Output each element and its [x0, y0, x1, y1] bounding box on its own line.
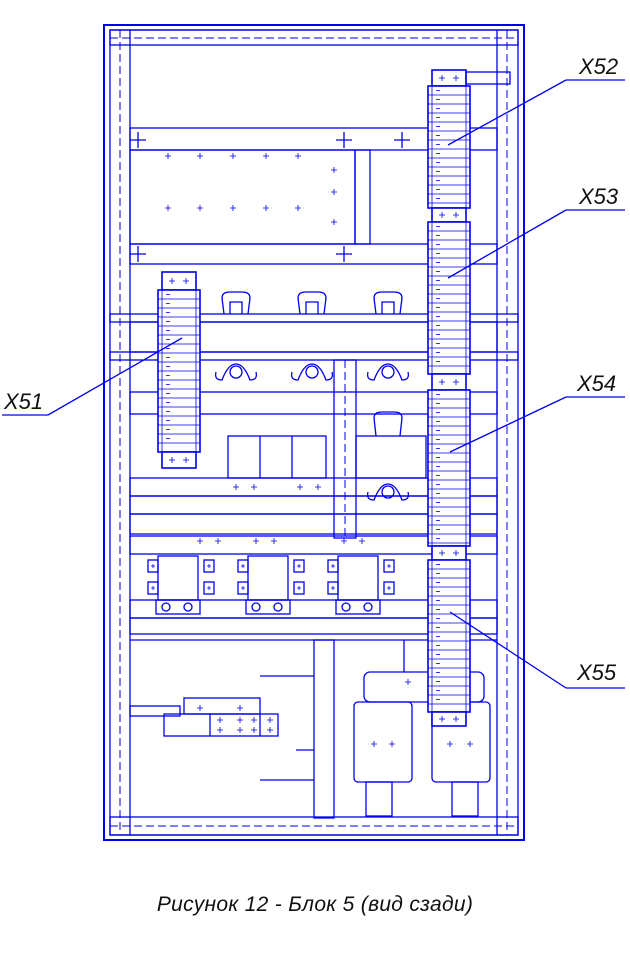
label-x55: X55: [449, 611, 625, 689]
label-x54: X54: [449, 371, 625, 453]
terminal-column-x52-x55: [427, 69, 511, 727]
label-x52-text: X52: [578, 54, 618, 79]
terminal-strip-x51: [157, 271, 201, 469]
center-channel: [313, 359, 357, 819]
relay-modules: [147, 555, 395, 615]
bottom-left-blocks: [129, 675, 314, 781]
label-x51-text: X51: [3, 389, 43, 414]
label-x53-text: X53: [578, 184, 619, 209]
clamps-row: [214, 291, 410, 501]
label-x55-text: X55: [576, 660, 617, 685]
label-x52: X52: [447, 54, 625, 146]
contactor-blocks: [227, 435, 427, 479]
bottom-right-units: [353, 640, 491, 817]
label-x51: X51: [2, 337, 183, 416]
cabinet-frame: [103, 24, 525, 841]
mounting-holes: [130, 132, 473, 747]
label-x54-text: X54: [576, 371, 616, 396]
figure-caption: Рисунок 12 - Блок 5 (вид сзади): [156, 893, 474, 916]
label-x53: X53: [447, 184, 625, 279]
